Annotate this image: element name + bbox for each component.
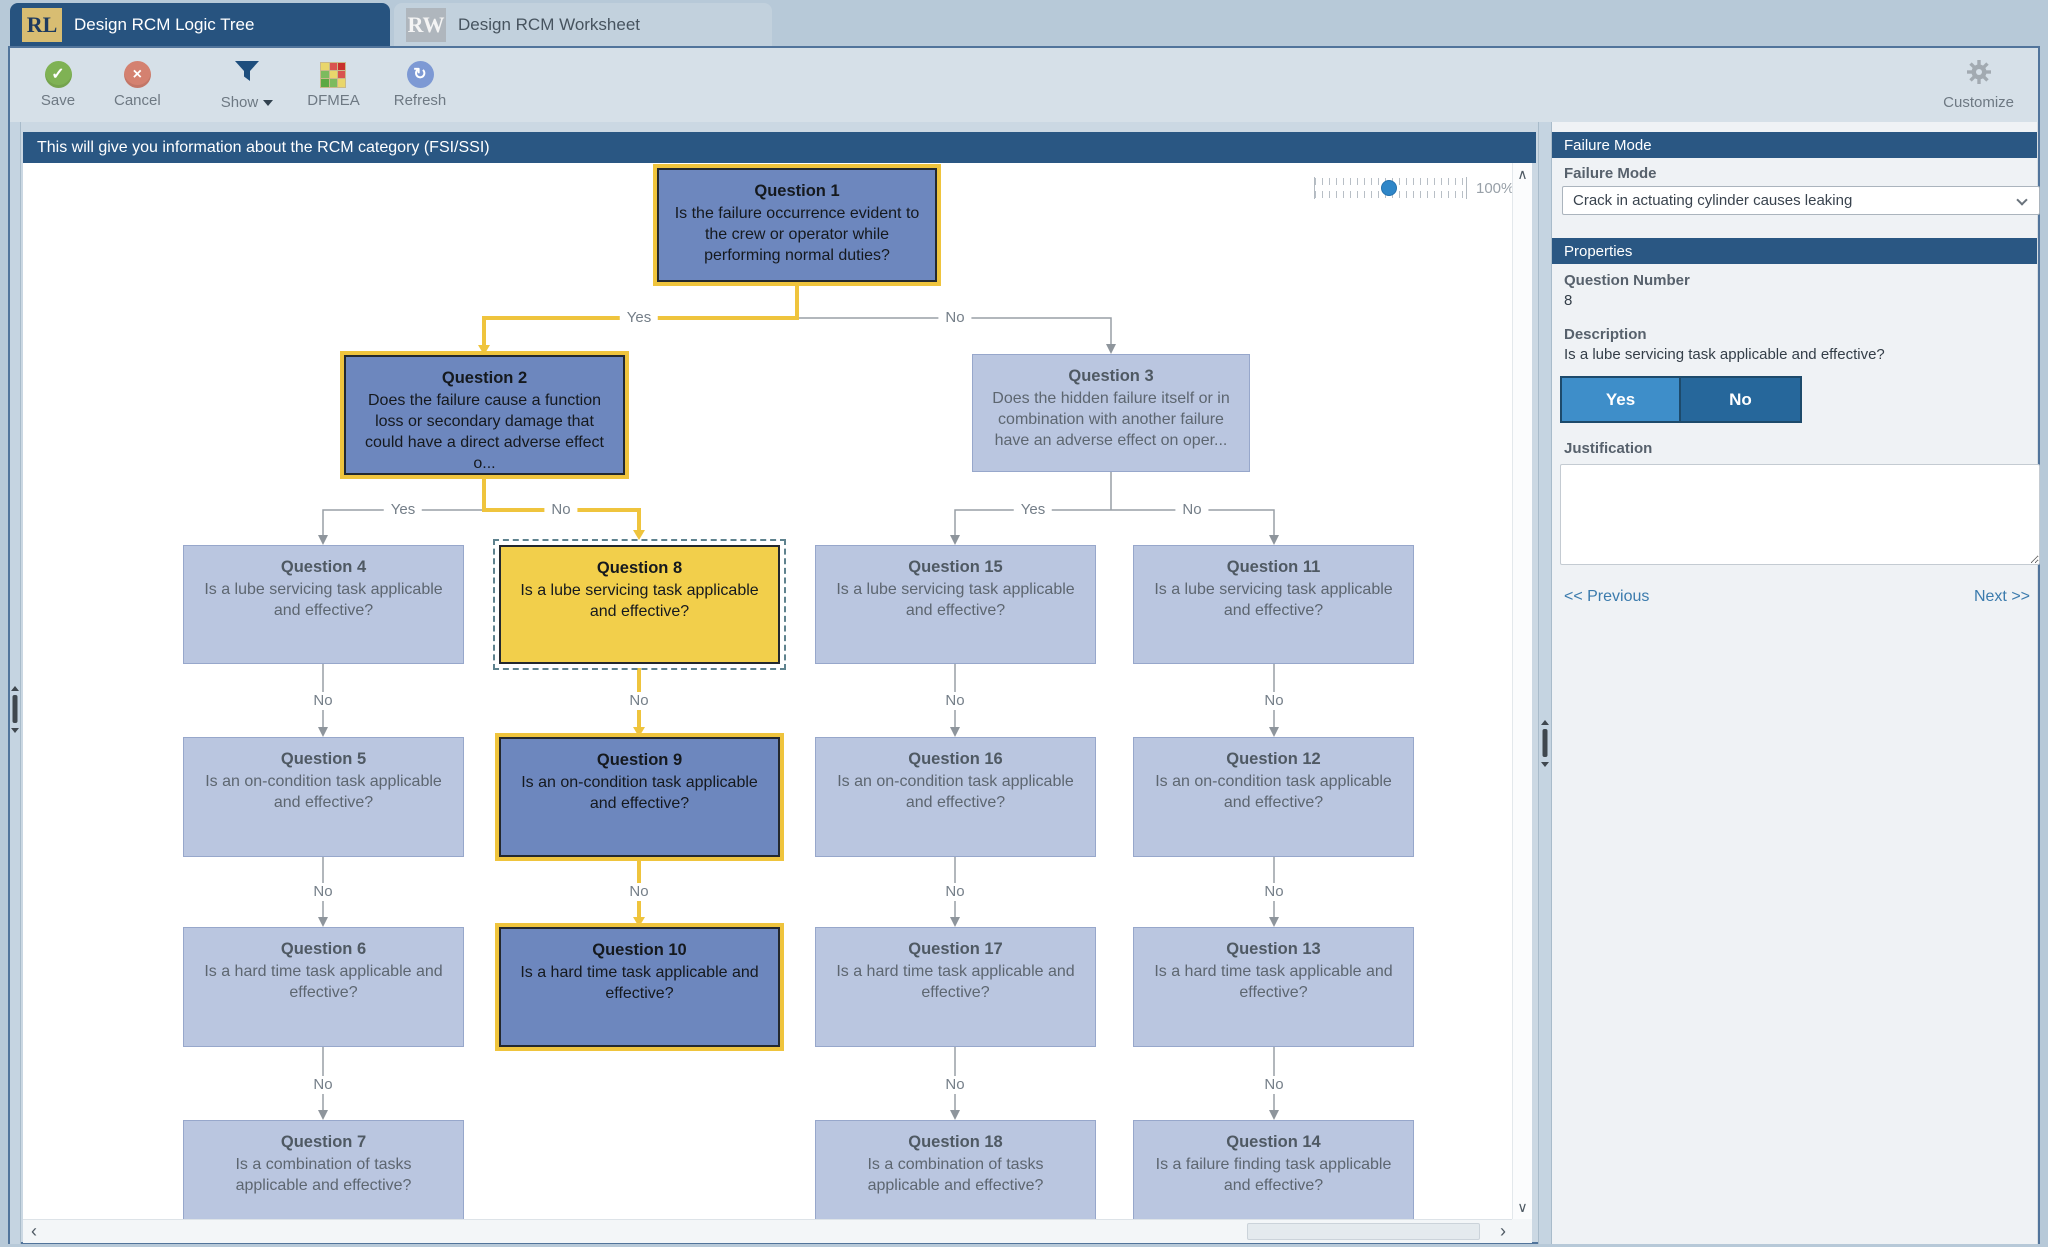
edge-label-yes: Yes — [619, 309, 659, 327]
horizontal-scrollbar[interactable]: ‹ › — [23, 1219, 1512, 1243]
edge-label-no: No — [938, 883, 972, 901]
question-number-label: Question Number — [1564, 272, 1690, 289]
scroll-down-icon[interactable]: ∨ — [1517, 1199, 1528, 1215]
justification-textarea[interactable] — [1560, 464, 2040, 565]
splitter-arrow-down-icon — [1541, 762, 1549, 767]
tab-label: Design RCM Worksheet — [458, 14, 641, 34]
app-window: ✓ Save × Cancel Show DFMEA ↻ Refresh — [8, 46, 2040, 1244]
failure-mode-select[interactable]: Crack in actuating cylinder causes leaki… — [1562, 186, 2040, 215]
save-button[interactable]: ✓ Save — [36, 61, 80, 109]
zoom-slider-handle[interactable] — [1381, 180, 1397, 196]
dfmea-risk-matrix-icon — [320, 61, 347, 88]
description-value: Is a lube servicing task applicable and … — [1564, 346, 1885, 363]
scroll-right-icon[interactable]: › — [1500, 1220, 1506, 1241]
next-link[interactable]: Next >> — [1973, 588, 2030, 605]
zoom-control: 100% — [1314, 177, 1512, 203]
logic-tree-canvas[interactable]: Yes No Yes No Yes No No No No No No No N… — [23, 163, 1512, 1219]
tab-design-rcm-logic-tree[interactable]: RL Design RCM Logic Tree — [10, 3, 390, 46]
gear-icon — [1966, 59, 1992, 90]
question-number-value: 8 — [1564, 292, 1573, 309]
refresh-button[interactable]: ↻ Refresh — [394, 61, 446, 109]
show-filter-button[interactable]: Show — [221, 59, 274, 111]
edge-label-no: No — [1257, 692, 1291, 710]
cancel-button[interactable]: × Cancel — [114, 61, 161, 109]
tab-label: Design RCM Logic Tree — [74, 14, 255, 34]
answer-toggle: Yes No — [1560, 376, 1802, 423]
edge-label-no: No — [1257, 1076, 1291, 1094]
scroll-left-icon[interactable]: ‹ — [31, 1220, 37, 1241]
edge-label-no: No — [1257, 883, 1291, 901]
edge-label-no: No — [306, 883, 340, 901]
zoom-slider-track[interactable] — [1314, 177, 1467, 199]
splitter-grip[interactable] — [1542, 729, 1548, 757]
cancel-x-icon: × — [123, 61, 151, 88]
customize-button[interactable]: Customize — [1943, 59, 2014, 111]
edge-label-no: No — [1175, 501, 1209, 519]
edge-label-no: No — [306, 1076, 340, 1094]
toolbar: ✓ Save × Cancel Show DFMEA ↻ Refresh — [10, 48, 2038, 122]
failure-mode-section-header: Failure Mode — [1552, 132, 2037, 158]
edge-label-no: No — [622, 883, 656, 901]
edge-label-no: No — [544, 501, 578, 519]
rcm-logic-tree-tab-icon: RL — [22, 7, 62, 42]
scroll-up-icon[interactable]: ∧ — [1517, 166, 1528, 182]
left-collapse-splitter[interactable] — [10, 122, 21, 1244]
splitter-arrow-down-icon — [11, 728, 19, 733]
scrollbar-corner — [1512, 1219, 1532, 1243]
previous-link[interactable]: << Previous — [1564, 588, 1650, 605]
edge-label-no: No — [938, 692, 972, 710]
zoom-level-label: 100% — [1476, 180, 1512, 197]
vertical-scrollbar[interactable]: ∧ ∨ — [1512, 163, 1532, 1219]
properties-section-header: Properties — [1552, 238, 2037, 264]
description-label: Description — [1564, 326, 1647, 343]
edge-label-yes: Yes — [383, 501, 423, 519]
show-dropdown-caret-icon — [263, 99, 274, 106]
tab-design-rcm-worksheet[interactable]: RW Design RCM Worksheet — [394, 3, 772, 46]
failure-mode-label: Failure Mode — [1564, 165, 1657, 182]
edge-label-no: No — [622, 692, 656, 710]
tree-connectors — [318, 282, 1279, 1120]
edge-label-no: No — [938, 309, 972, 327]
dfmea-button[interactable]: DFMEA — [307, 61, 360, 109]
splitter-grip[interactable] — [12, 695, 18, 723]
splitter-arrow-up-icon — [1541, 720, 1549, 725]
chevron-down-icon — [2016, 194, 2028, 206]
save-check-icon: ✓ — [44, 61, 72, 88]
yes-button[interactable]: Yes — [1562, 378, 1681, 421]
filter-funnel-icon — [234, 59, 260, 90]
edge-label-no: No — [938, 1076, 972, 1094]
panel-splitter[interactable] — [1538, 122, 1552, 1244]
horizontal-scroll-thumb[interactable] — [1247, 1223, 1480, 1240]
edge-label-no: No — [306, 692, 340, 710]
justification-label: Justification — [1564, 440, 1653, 457]
rcm-worksheet-tab-icon: RW — [406, 7, 446, 42]
no-button[interactable]: No — [1681, 378, 1800, 421]
splitter-arrow-up-icon — [11, 686, 19, 691]
info-banner: This will give you information about the… — [23, 132, 1536, 163]
edge-label-yes: Yes — [1013, 501, 1053, 519]
properties-panel: Failure Mode Failure Mode Crack in actua… — [1552, 122, 2040, 1244]
refresh-icon: ↻ — [406, 61, 434, 88]
